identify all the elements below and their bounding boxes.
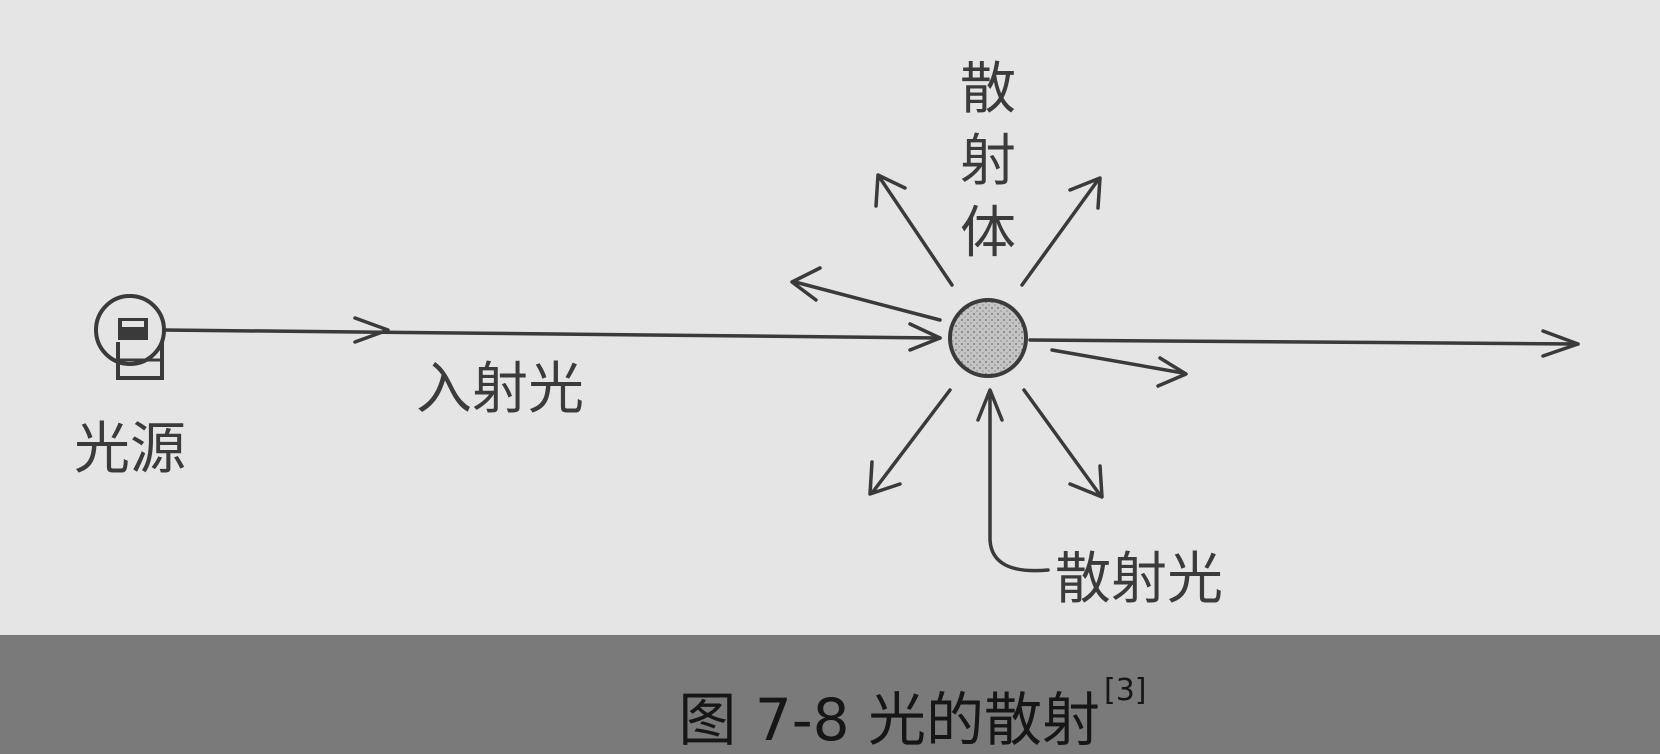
scatterer-particle — [948, 298, 1028, 378]
figure-caption-ref: [3] — [1104, 673, 1147, 708]
lamp-icon — [94, 294, 166, 380]
scattered-light-pointer-arrowhead — [976, 388, 1004, 422]
incident-arrowhead-2 — [908, 322, 942, 352]
diagram-background — [0, 0, 1660, 635]
scattered-ray-up-right — [1020, 178, 1100, 287]
transmitted-beam — [1028, 338, 1580, 346]
scattered-arrowhead-down-right — [1068, 464, 1104, 499]
scattered-arrowhead-up-left — [874, 173, 907, 208]
incident-light-label: 入射光 — [416, 357, 584, 422]
scattered-light-pointer — [988, 393, 1050, 573]
scatterer-label-char-2: 射 — [960, 129, 1016, 194]
light-source-label: 光源 — [74, 417, 186, 482]
scattered-ray-down-left — [870, 388, 952, 495]
incident-beam — [162, 328, 942, 340]
scattered-rays — [790, 173, 1188, 499]
scattered-arrowhead-down-left — [868, 460, 902, 496]
scattered-ray-right — [1050, 348, 1185, 375]
scattered-ray-down-right — [1022, 388, 1102, 497]
scattered-arrowhead-left — [790, 266, 822, 302]
transmitted-arrowhead — [1541, 329, 1580, 358]
caption-bar — [0, 635, 1660, 754]
scatterer-label-char-1: 散 — [960, 57, 1016, 122]
scattered-ray-left — [793, 280, 942, 322]
incident-arrowhead-1 — [353, 316, 390, 344]
scattered-arrowhead-right — [1156, 356, 1188, 388]
scattered-light-label: 散射光 — [1055, 547, 1223, 612]
figure-caption: 图 7-8 光的散射 — [678, 686, 1100, 754]
scattered-arrowhead-up-right — [1068, 176, 1102, 210]
scattered-ray-up-left — [878, 176, 954, 287]
scatterer-label-char-3: 体 — [960, 201, 1016, 266]
